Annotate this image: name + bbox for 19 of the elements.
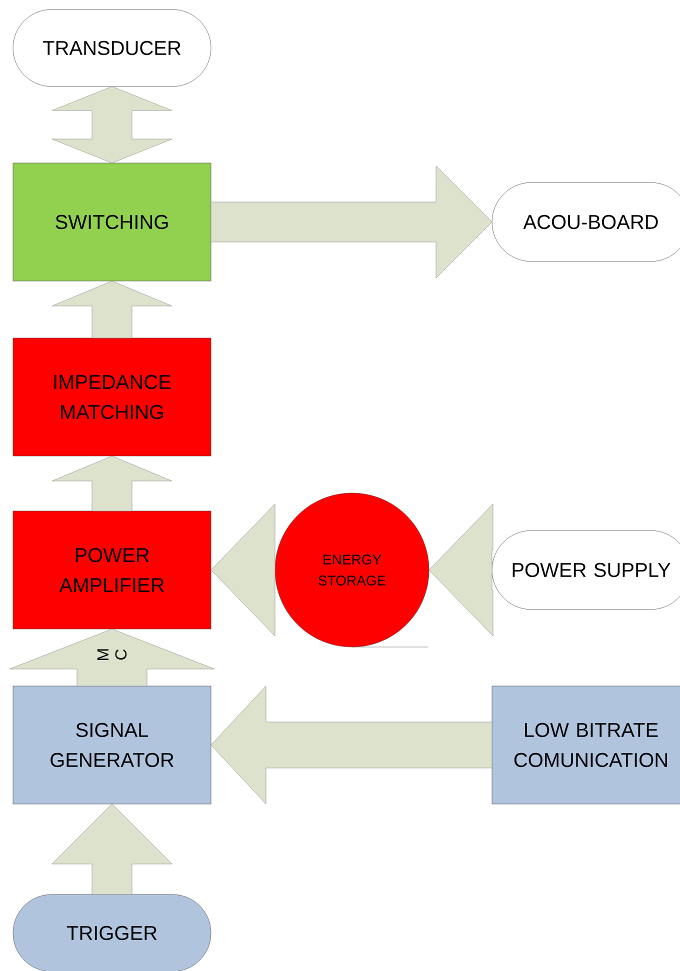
block-arrow: [52, 86, 172, 164]
edge-label: M C: [96, 646, 128, 663]
rounded-box: TRANSDUCER: [12, 9, 212, 87]
rounded-box: TRIGGER: [12, 894, 212, 971]
rounded-box: ACOU-BOARD: [492, 182, 680, 262]
block-arrow: [210, 166, 492, 278]
process-box: IMPEDANCE MATCHING: [12, 338, 212, 456]
block-arrow: [52, 280, 172, 338]
block-arrow: [9, 628, 215, 686]
process-box: LOW BITRATE COMUNICATION: [492, 686, 680, 804]
block-arrow: [52, 456, 172, 512]
block-arrow: [210, 686, 492, 804]
block-arrow: [428, 504, 494, 636]
block-arrow: [52, 804, 172, 895]
process-box: SWITCHING: [12, 162, 212, 282]
block-arrow: [210, 504, 276, 636]
process-box: POWER AMPLIFIER: [12, 510, 212, 630]
process-box: SIGNAL GENERATOR: [12, 686, 212, 804]
rounded-box: POWER SUPPLY: [492, 530, 680, 610]
